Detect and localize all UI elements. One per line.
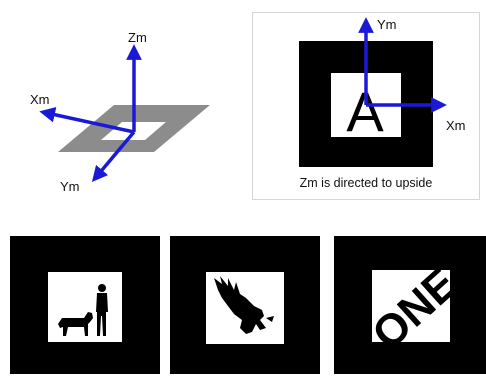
marker-dog-man — [10, 236, 160, 374]
y-axis-label: Ym — [60, 179, 80, 194]
marker-eagle — [170, 236, 320, 374]
x-axis-label: Xm — [30, 92, 50, 107]
x-axis-label: Xm — [446, 118, 466, 133]
marker-plane — [58, 105, 210, 152]
z-axis-label: Zm — [128, 30, 147, 45]
marker-axes-svg: A Ym Xm — [299, 17, 466, 167]
axis-diagram: Zm Xm Ym — [0, 0, 240, 200]
axis-diagram-svg: Zm Xm Ym — [30, 30, 210, 194]
marker-caption: Zm is directed to upside — [299, 176, 433, 190]
marker-text: ONE — [334, 236, 486, 374]
eagle-silhouette-icon — [214, 276, 274, 334]
dog-and-man-silhouette-icon — [58, 284, 108, 336]
y-axis-label: Ym — [377, 17, 397, 32]
y-axis-arrow — [91, 130, 136, 183]
x-axis-arrow — [39, 106, 135, 134]
marker-axes-diagram: A Ym Xm Zm is directed to upside — [252, 12, 480, 200]
